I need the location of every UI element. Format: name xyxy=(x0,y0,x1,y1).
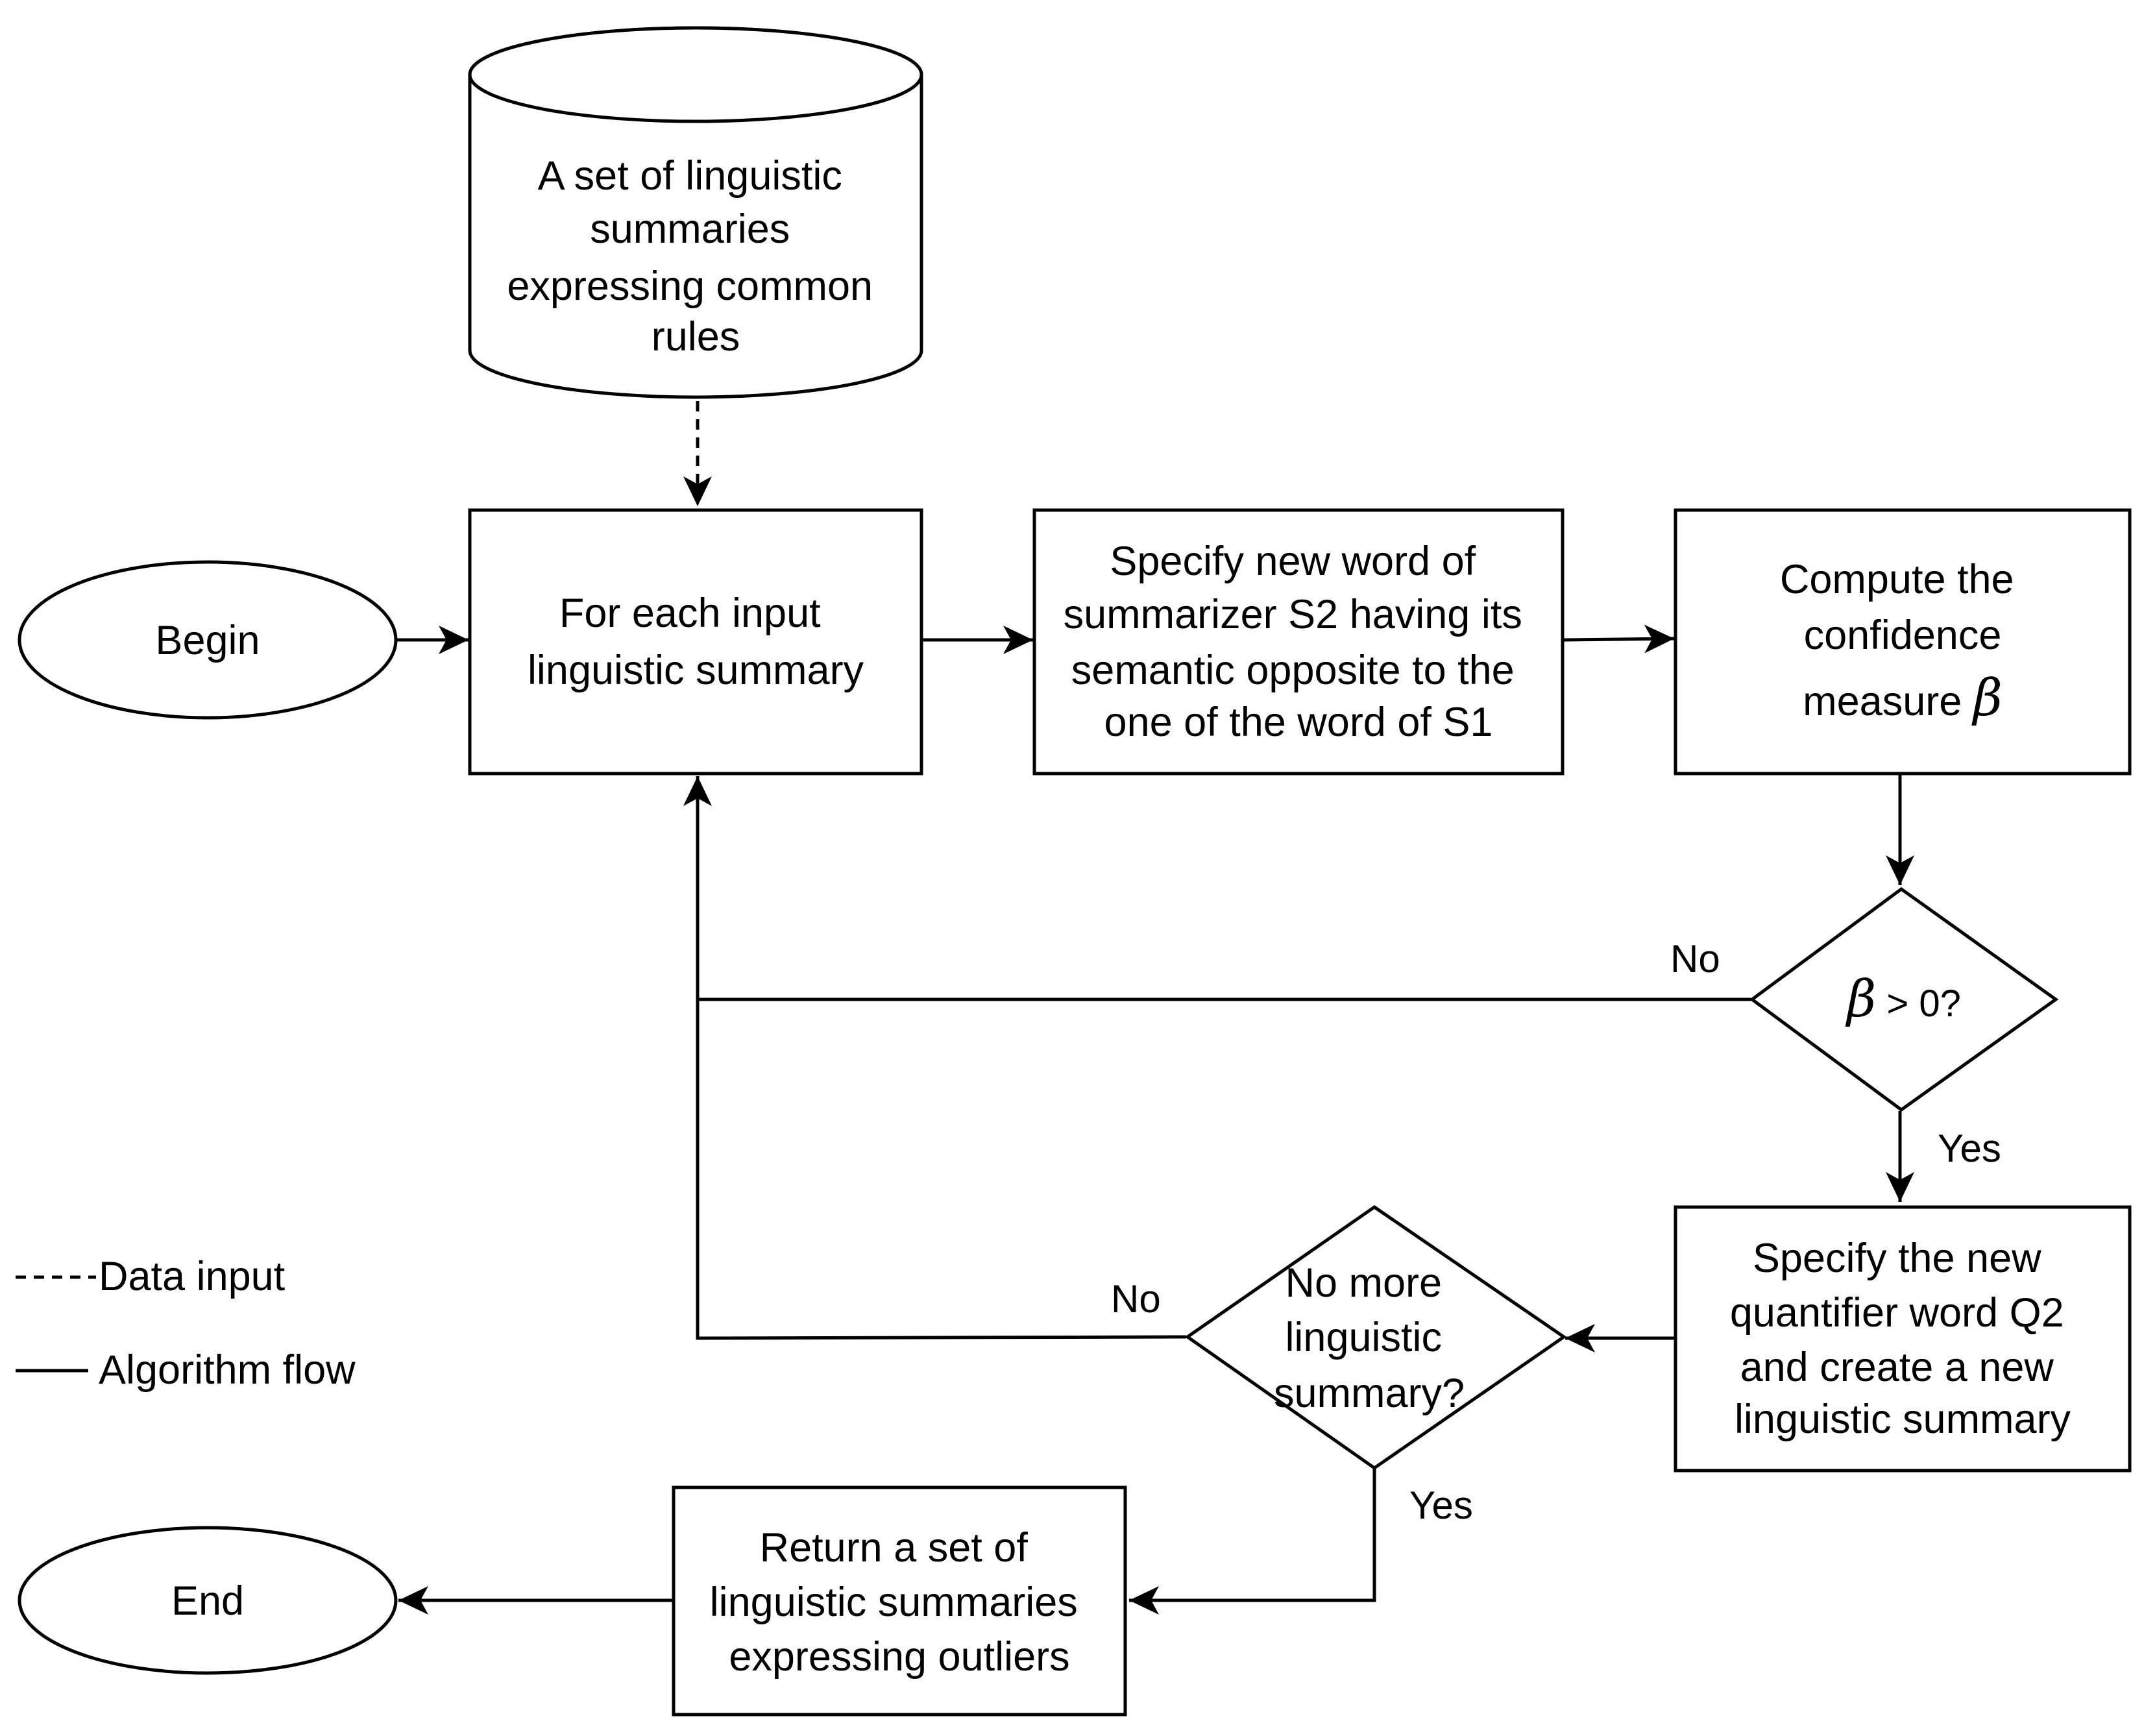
legend-algorithm-flow-label: Algorithm flow xyxy=(99,1347,356,1393)
return-text: Return a set of linguistic summaries exp… xyxy=(710,1525,1090,1680)
edge-check-no-to-foreach xyxy=(683,776,1751,1001)
edge-label-beta-yes: Yes xyxy=(1938,1127,2001,1170)
begin-label: Begin xyxy=(155,618,260,663)
edge-specify-to-compute xyxy=(1563,624,1675,654)
compute-text: Compute the confidence xyxy=(1780,557,2025,658)
edge-nomore-yes-to-return xyxy=(1129,1468,1376,1615)
no-more-node: No more linguistic summary? xyxy=(1184,1204,1567,1471)
edge-label-more-no: No xyxy=(1111,1277,1161,1321)
end-node: End xyxy=(18,1526,398,1675)
end-label: End xyxy=(171,1578,244,1624)
compute-node: Compute the confidence measure β xyxy=(1674,508,2132,776)
for-each-text: For each input linguistic summary xyxy=(528,591,864,693)
edge-nomore-no-to-foreach xyxy=(696,999,1187,1340)
database-node: A set of linguistic summaries expressing… xyxy=(468,26,923,399)
begin-node: Begin xyxy=(18,560,398,720)
specify-word-node: Specify new word of summarizer S2 having… xyxy=(1032,508,1565,776)
beta-check-text: β > 0? xyxy=(1845,970,1961,1029)
no-more-text: No more linguistic summary? xyxy=(1274,1260,1465,1416)
compute-measure-line: measure β xyxy=(1803,669,2003,727)
edge-label-more-yes: Yes xyxy=(1409,1484,1473,1527)
legend: Data input Algorithm flow xyxy=(16,1254,356,1393)
edge-label-beta-no: No xyxy=(1670,937,1720,981)
specify-quantifier-text: Specify the new quantifier word Q2 and c… xyxy=(1730,1236,2075,1442)
specify-quantifier-node: Specify the new quantifier word Q2 and c… xyxy=(1674,1205,2132,1473)
beta-check-symbol: β xyxy=(1845,970,1876,1029)
return-node: Return a set of linguistic summaries exp… xyxy=(672,1485,1127,1717)
specify-word-text: Specify new word of summarizer S2 having… xyxy=(1064,539,1534,745)
for-each-node: For each input linguistic summary xyxy=(468,508,923,776)
beta-check-node: β > 0? xyxy=(1749,886,2059,1112)
legend-data-input-label: Data input xyxy=(99,1254,286,1299)
database-text: A set of linguistic summaries expressing… xyxy=(507,153,884,360)
beta-symbol: β xyxy=(1971,669,2003,727)
